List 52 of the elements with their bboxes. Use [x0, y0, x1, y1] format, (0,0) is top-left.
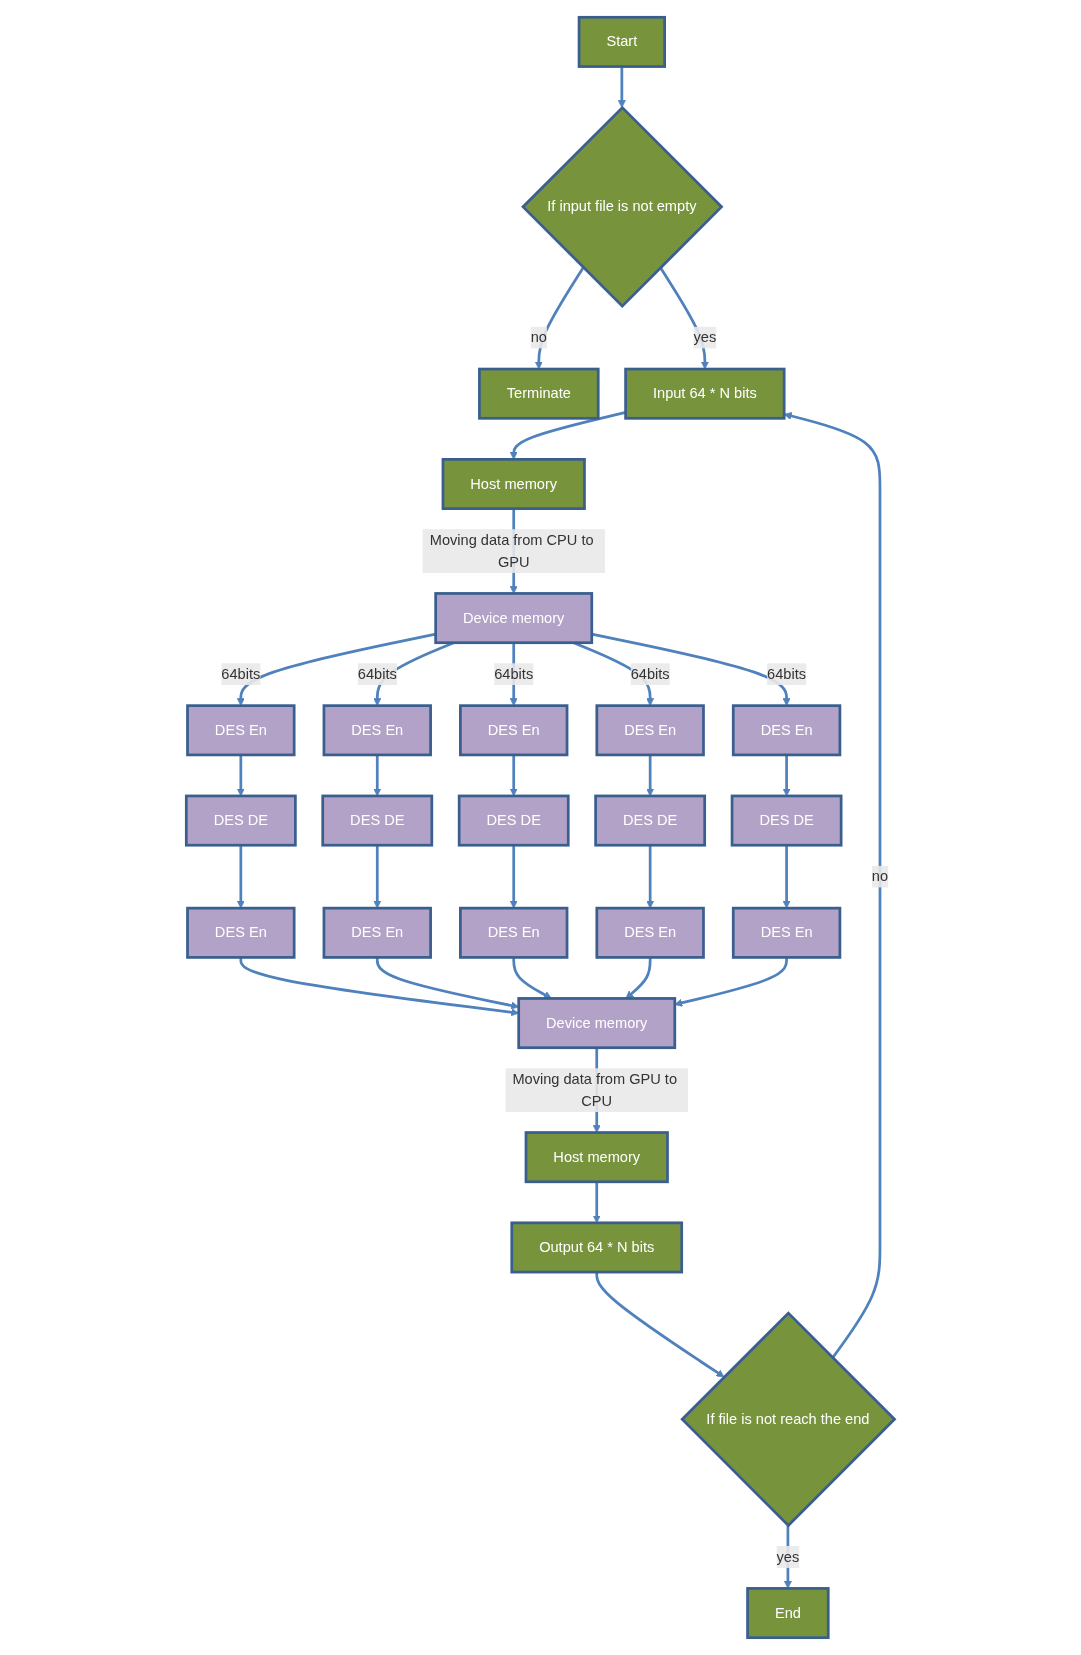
arrow: [509, 845, 518, 909]
node-box: DES DE: [594, 794, 707, 847]
node-box: Host memory: [441, 458, 586, 510]
edge-label: no: [871, 868, 889, 884]
arrow: [646, 845, 655, 909]
node-box: Host memory: [524, 1131, 669, 1184]
arrow: [617, 66, 626, 108]
node-diamond: If file is not reach the end: [680, 1311, 897, 1528]
node-box: DES DE: [321, 794, 434, 847]
arrow: [625, 957, 652, 999]
edge-label: 64bits: [357, 665, 397, 682]
node-box: DES En: [731, 906, 842, 959]
node-box: DES DE: [730, 794, 843, 847]
node-box: DES En: [459, 704, 569, 757]
edge-label: Moving data from GPU to CPU: [512, 1070, 678, 1109]
node-box: DES En: [731, 704, 842, 757]
node-box: Start: [577, 15, 667, 68]
node-box: DES En: [186, 704, 296, 757]
arrow: [534, 266, 585, 370]
edge-label: Moving data from CPU to GPU: [429, 531, 594, 570]
node-box: DES En: [595, 704, 705, 757]
node-box: Input 64 * N bits: [624, 367, 786, 420]
node-box: End: [746, 1587, 830, 1640]
arrow: [674, 957, 789, 1007]
node-box: DES DE: [185, 794, 297, 847]
arrow: [783, 1525, 792, 1589]
node-box: Device memory: [517, 997, 677, 1050]
edge-label: yes: [693, 329, 717, 345]
edge-label: 64bits: [494, 665, 534, 682]
arrow: [236, 845, 245, 909]
node-box: DES En: [322, 906, 433, 959]
arrow: [373, 845, 382, 909]
edge-label: no: [530, 329, 548, 345]
node-box: DES En: [459, 906, 569, 959]
edge-label: yes: [776, 1548, 800, 1565]
node-box: Output 64 * N bits: [510, 1221, 684, 1274]
node-box: DES En: [186, 906, 296, 959]
edge-label: 64bits: [630, 665, 670, 682]
node-diamond: If input file is not empty: [521, 105, 724, 309]
arrow: [782, 845, 791, 909]
node-box: DES En: [322, 704, 433, 757]
arrow: [595, 1272, 725, 1378]
node-box: Terminate: [478, 367, 600, 420]
edge-label: 64bits: [767, 665, 807, 682]
arrow: [783, 412, 882, 1359]
arrow: [509, 411, 626, 460]
arrow: [512, 957, 552, 999]
node-box: DES En: [595, 906, 705, 959]
arrow: [659, 266, 709, 370]
node-box: Device memory: [434, 592, 594, 645]
edge-label: 64bits: [221, 665, 261, 682]
node-box: DES DE: [457, 794, 570, 847]
